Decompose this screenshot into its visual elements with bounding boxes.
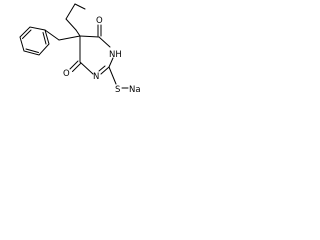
carbon-sulfur-bond — [108, 66, 117, 85]
benzene-double-bond-2 — [25, 48, 39, 53]
oxygen-label-bottom: O — [63, 69, 70, 79]
butyl-bond-1 — [74, 3, 86, 10]
ring-bond-c5-c4 — [79, 35, 100, 38]
benzyl-group — [44, 29, 81, 41]
butyl-bond-3 — [65, 18, 77, 31]
thiolate-group — [108, 66, 129, 89]
benzyl-ring-link — [44, 29, 60, 41]
nh-label: NH — [109, 50, 122, 60]
ring-bond-c2-n1 — [100, 66, 110, 75]
ring-bond-n1-c6 — [79, 61, 94, 75]
butyl-chain — [65, 3, 86, 37]
sodium-thiobarbiturate-structure: O O NH N S Na — [19, 3, 141, 95]
sulfur-label: S — [115, 85, 120, 95]
benzyl-ch2-bond — [58, 35, 81, 41]
oxygen-label-top: O — [96, 16, 103, 26]
benzene-double-bond-3 — [42, 32, 47, 45]
benzene-ring — [19, 26, 50, 56]
benzene-outline — [19, 26, 50, 56]
pyrimidine-ring — [79, 35, 114, 75]
ring-bond-n3-c2 — [108, 57, 114, 68]
butyl-bond-2 — [65, 3, 76, 20]
benzene-double-bond-1 — [22, 29, 32, 39]
ring-nitrogen-label: N — [93, 72, 99, 82]
ring-double-bond-c2-n1 — [98, 65, 106, 72]
carbonyl-groups — [69, 24, 102, 72]
ring-bond-c4-n3 — [98, 36, 111, 48]
bottom-carbonyl-bond-a — [69, 60, 79, 70]
bottom-carbonyl-bond-b — [72, 63, 81, 72]
butyl-bond-4 — [75, 29, 81, 37]
sodium-label: Na — [129, 85, 141, 95]
